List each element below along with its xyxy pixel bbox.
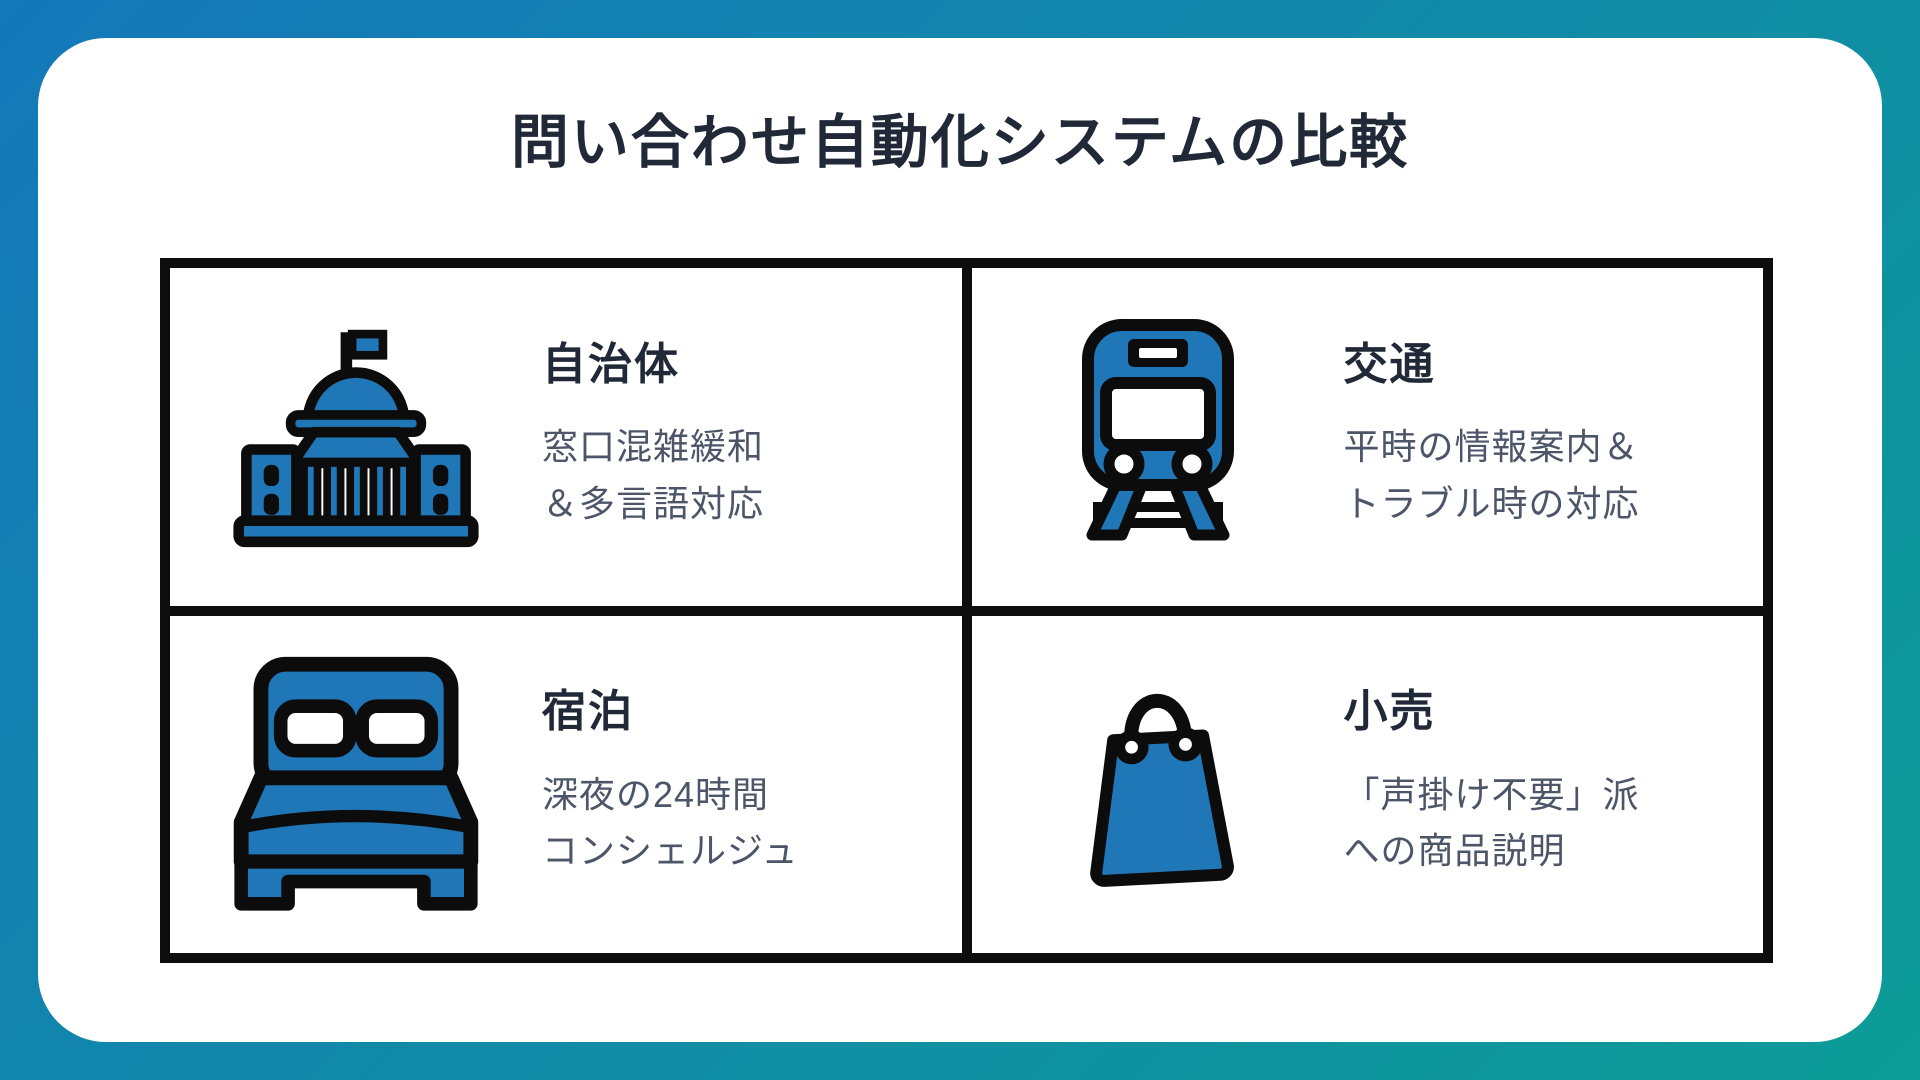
quadrant-text: 宿泊 深夜の24時間 コンシェルジュ [542,687,961,881]
comparison-grid: 自治体 窓口混雑緩和 ＆多言語対応 [160,258,1773,963]
quadrant-description: 平時の情報案内＆ トラブル時の対応 [1344,419,1743,533]
bed-icon [170,654,542,914]
quadrant-description: 窓口混雑緩和 ＆多言語対応 [542,419,941,533]
description-line: 深夜の24時間 [542,773,770,815]
government-building-icon [170,326,542,548]
train-icon [972,317,1344,557]
description-line: 「声掛け不要」派 [1343,773,1640,815]
quadrant-lodging: 宿泊 深夜の24時間 コンシェルジュ [170,615,962,953]
description-line: 窓口混雑緩和 [542,426,765,468]
quadrant-description: 「声掛け不要」派 への商品説明 [1344,767,1743,881]
quadrant-heading: 宿泊 [542,687,634,737]
quadrant-municipality: 自治体 窓口混雑緩和 ＆多言語対応 [170,268,962,606]
description-line: への商品説明 [1343,830,1566,872]
quadrant-text: 自治体 窓口混雑緩和 ＆多言語対応 [542,339,961,533]
description-line: トラブル時の対応 [1343,482,1640,524]
quadrant-retail: 小売 「声掛け不要」派 への商品説明 [971,615,1763,953]
quadrant-text: 小売 「声掛け不要」派 への商品説明 [1343,687,1763,881]
quadrant-heading: 自治体 [542,339,680,389]
description-line: 平時の情報案内＆ [1343,426,1640,468]
infographic-title: 問い合わせ自動化システムの比較 [510,110,1410,175]
description-line: ＆多言語対応 [542,482,765,524]
quadrant-description: 深夜の24時間 コンシェルジュ [542,767,941,881]
quadrant-heading: 小売 [1343,687,1436,737]
shopping-bag-icon [972,659,1344,909]
quadrant-heading: 交通 [1343,339,1436,389]
quadrant-text: 交通 平時の情報案内＆ トラブル時の対応 [1343,339,1763,533]
quadrant-transport: 交通 平時の情報案内＆ トラブル時の対応 [971,268,1763,606]
infographic-card: 問い合わせ自動化システムの比較 [38,38,1882,1042]
description-line: コンシェルジュ [542,830,799,872]
